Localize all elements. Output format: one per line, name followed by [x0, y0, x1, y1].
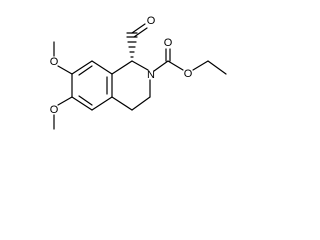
bond-c3-c4	[131, 96, 151, 111]
tetrahydro-ring	[111, 60, 151, 111]
atom-label-ester-alkoxy-oxygen: O	[184, 68, 193, 80]
bond-ar-bottom	[71, 96, 93, 111]
atom-label-methoxy-oxygen-lower: O	[50, 104, 59, 116]
atom-label-ring-nitrogen: N	[147, 69, 155, 81]
bond-n-carbonyl	[153, 60, 169, 72]
benzene-ring	[71, 60, 113, 111]
bond-ar-top	[71, 60, 93, 75]
bond-ar-inner-3	[78, 95, 93, 106]
methoxy-groups	[53, 41, 73, 130]
atom-label-ester-carbonyl-oxygen: O	[164, 37, 173, 49]
carbamate-group	[153, 48, 227, 75]
bond-c1-c8a	[111, 60, 133, 75]
bond-ar-o-upper	[57, 65, 73, 75]
bond-c4-c4a	[111, 96, 133, 111]
bond-ch2-ch3	[207, 60, 227, 75]
bond-ar-inner-1	[78, 65, 93, 76]
bond-oalkyl-ch2	[192, 60, 209, 71]
bond-cho-co-1	[131, 23, 146, 34]
bond-c1-n	[131, 60, 149, 71]
atom-label-aldehyde-oxygen: O	[147, 15, 156, 27]
atom-label-methoxy-oxygen-upper: O	[50, 56, 59, 68]
molecule-diagram: N O O O O O	[50, 15, 227, 130]
bond-carbonyl-oalkyl	[167, 60, 184, 71]
bond-ar-bottom-right	[91, 96, 113, 111]
bond-ar-top-right	[91, 60, 113, 75]
bond-cho-co-2	[133, 27, 148, 38]
aldehyde-group	[131, 23, 148, 38]
bond-ar-o-lower	[57, 96, 73, 106]
atom-labels: N O O O O O	[50, 15, 193, 116]
